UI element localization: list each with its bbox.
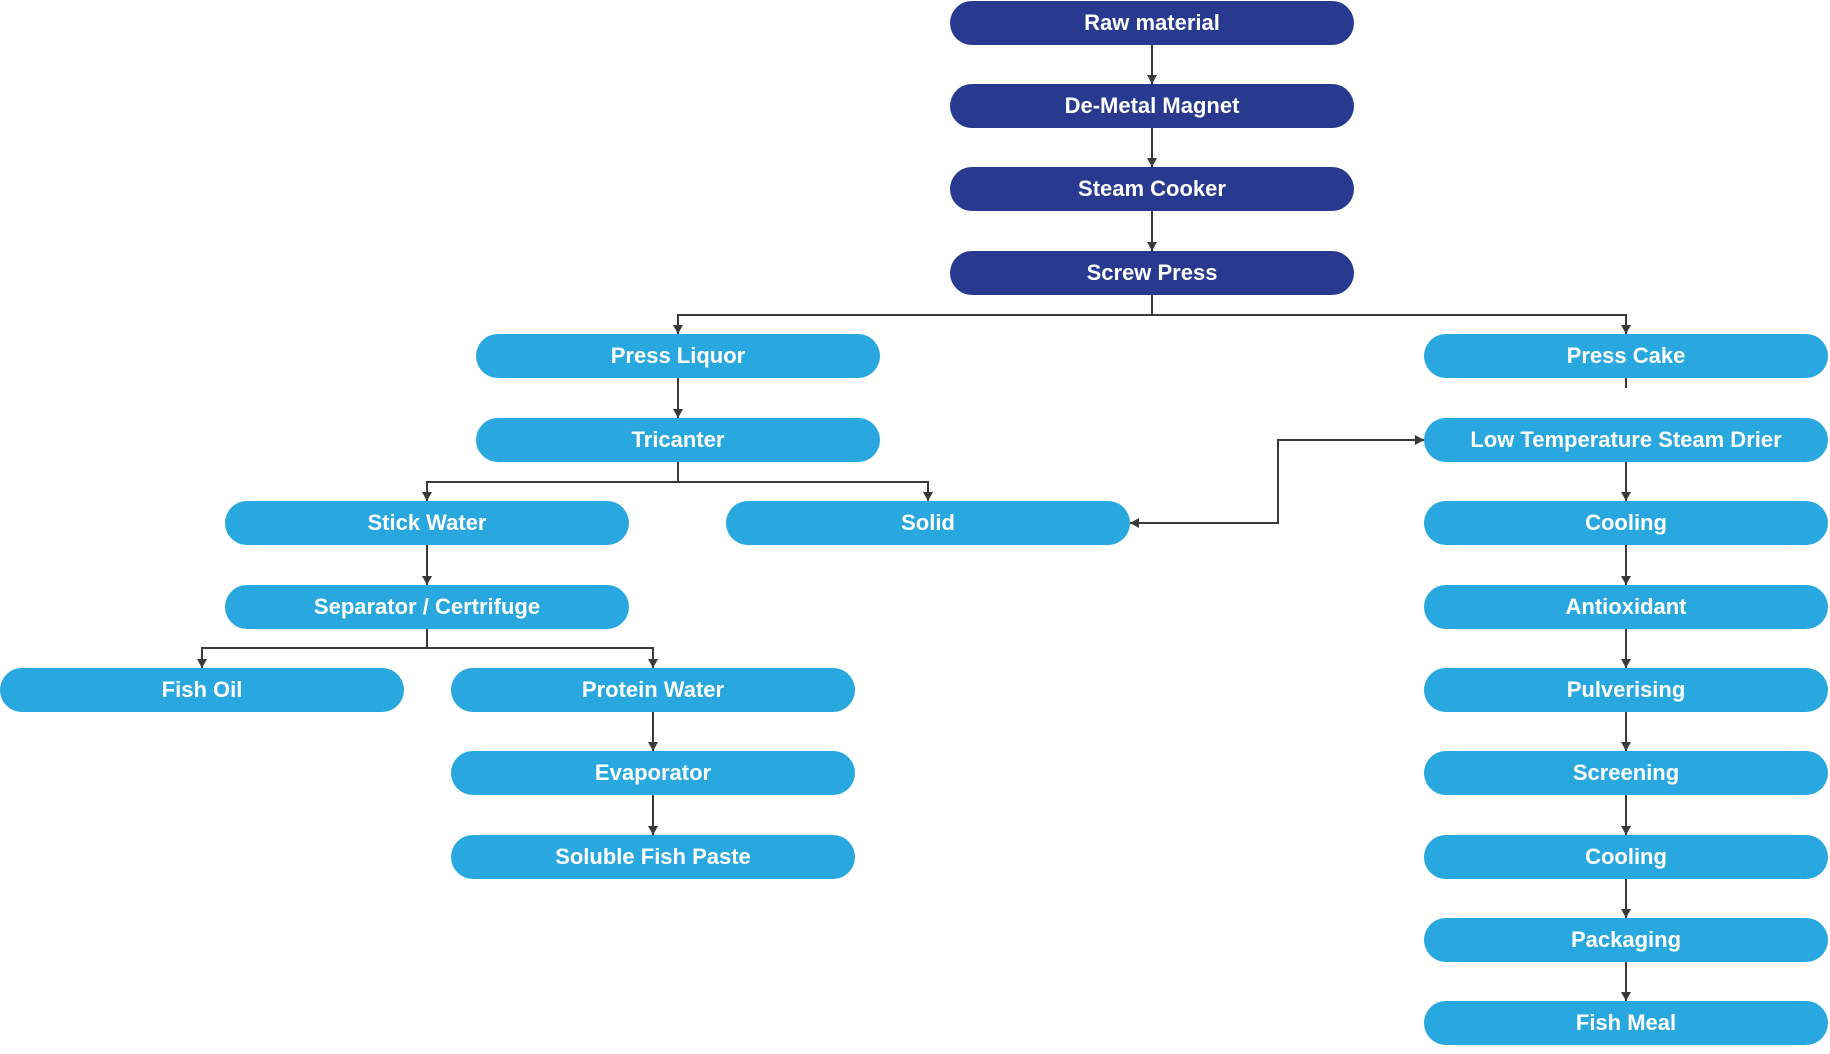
edge-screwpress-to-liquor-arrowhead	[673, 325, 683, 334]
edge-solid-to-drier-arrowhead	[1415, 435, 1424, 445]
edge-raw-to-demetal-arrowhead	[1147, 75, 1157, 84]
node-evaporator: Evaporator	[451, 751, 855, 795]
node-soluble-fish-paste: Soluble Fish Paste	[451, 835, 855, 879]
node-antioxidant: Antioxidant	[1424, 585, 1828, 629]
edge-separator-to-proteinwater-arrowhead	[648, 659, 658, 668]
node-cooling-1: Cooling	[1424, 501, 1828, 545]
edge-demetal-to-steamcooker-arrowhead	[1147, 158, 1157, 167]
node-separator-centrifuge: Separator / Certrifuge	[225, 585, 629, 629]
node-solid: Solid	[726, 501, 1130, 545]
edge-screwpress-to-liquor-line	[677, 295, 1153, 334]
edge-solid-drier-line	[1130, 439, 1424, 524]
node-tricanter: Tricanter	[476, 418, 880, 462]
node-low-temperature-steam-drier: Low Temperature Steam Drier	[1424, 418, 1828, 462]
edge-tricanter-to-solid-line	[678, 481, 929, 501]
node-de-metal-magnet: De-Metal Magnet	[950, 84, 1354, 128]
node-fish-meal: Fish Meal	[1424, 1001, 1828, 1045]
edge-screwpress-to-cake-arrowhead	[1621, 325, 1631, 334]
node-press-cake: Press Cake	[1424, 334, 1828, 378]
node-stick-water: Stick Water	[225, 501, 629, 545]
edge-tricanter-to-solid-arrowhead	[923, 492, 933, 501]
edge-liquor-to-tricanter-arrowhead	[673, 409, 683, 418]
edge-cooling2-to-packaging-arrowhead	[1621, 909, 1631, 918]
edge-steamcooker-to-screwpress-arrowhead	[1147, 242, 1157, 251]
node-steam-cooker: Steam Cooker	[950, 167, 1354, 211]
node-screw-press: Screw Press	[950, 251, 1354, 295]
edge-drier-to-cooling1-arrowhead	[1621, 492, 1631, 501]
node-pulverising: Pulverising	[1424, 668, 1828, 712]
node-protein-water: Protein Water	[451, 668, 855, 712]
node-press-liquor: Press Liquor	[476, 334, 880, 378]
edge-stickwater-to-separator-arrowhead	[422, 576, 432, 585]
edge-proteinwater-to-evaporator-arrowhead	[648, 742, 658, 751]
edge-cooling1-to-antioxidant-arrowhead	[1621, 576, 1631, 585]
edge-packaging-to-fishmeal-arrowhead	[1621, 992, 1631, 1001]
edge-antioxidant-to-pulverising-arrowhead	[1621, 659, 1631, 668]
edge-tricanter-to-stickwater-arrowhead	[422, 492, 432, 501]
edge-tricanter-to-stickwater-line	[426, 462, 679, 501]
edge-evaporator-to-paste-arrowhead	[648, 826, 658, 835]
edge-screwpress-to-cake-line	[1152, 314, 1627, 334]
edge-pulverising-to-screening-arrowhead	[1621, 742, 1631, 751]
edge-separator-to-proteinwater-line	[427, 647, 654, 668]
edge-separator-to-fishoil-arrowhead	[197, 659, 207, 668]
edge-drier-to-solid-arrowhead	[1130, 518, 1139, 528]
node-screening: Screening	[1424, 751, 1828, 795]
node-packaging: Packaging	[1424, 918, 1828, 962]
node-cooling-2: Cooling	[1424, 835, 1828, 879]
edge-screening-to-cooling2-arrowhead	[1621, 826, 1631, 835]
node-raw-material: Raw material	[950, 1, 1354, 45]
node-fish-oil: Fish Oil	[0, 668, 404, 712]
edge-separator-to-fishoil-line	[201, 629, 428, 668]
